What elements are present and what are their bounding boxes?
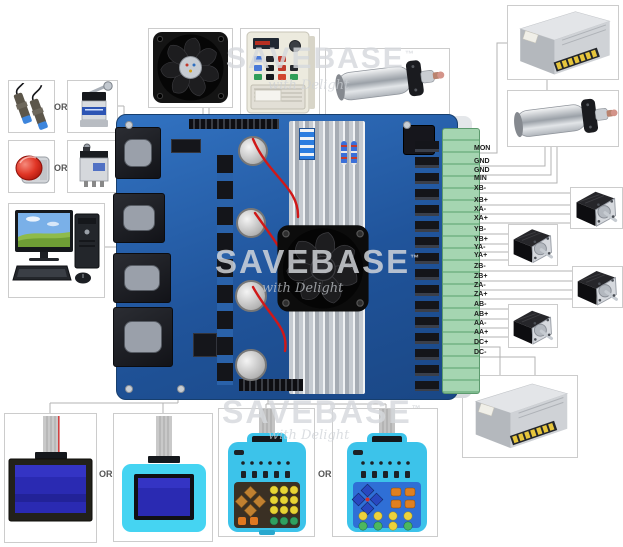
stepper-a-box — [508, 304, 558, 348]
terminal-label-zb-: ZB- — [474, 263, 486, 270]
or-label-4: OR — [318, 469, 332, 479]
cnc-controller-board — [113, 114, 480, 400]
board-screw — [125, 385, 133, 393]
desktop-computer-image — [12, 210, 100, 284]
power-supply-image — [508, 4, 620, 84]
terminal-label-gnd: GND — [474, 167, 490, 174]
db-connector-1 — [115, 127, 161, 179]
fan-box — [148, 28, 233, 108]
stepper-y-box — [508, 224, 558, 266]
terminal-label-dc+: DC+ — [474, 339, 489, 346]
pin-header-bottom — [239, 379, 303, 391]
or-label-1: OR — [54, 102, 68, 112]
spindle-motor-large-image — [506, 89, 622, 149]
board-screw — [125, 121, 133, 129]
stepper-motor-y-image — [509, 225, 557, 265]
terminal-label-zb+: ZB+ — [474, 273, 488, 280]
terminal-label-aa-: AA- — [474, 320, 487, 327]
stepper-z-box — [572, 266, 623, 308]
relay — [171, 139, 201, 153]
capacitor-3 — [235, 280, 267, 312]
pin-header-top — [189, 119, 279, 129]
spindle-small-box — [325, 48, 450, 115]
terminal-label-xa-: XA- — [474, 206, 487, 213]
terminal-label-aa+: AA+ — [474, 329, 489, 336]
db-connector-3 — [113, 253, 171, 303]
dip-switch-1 — [299, 128, 315, 160]
terminal-label-ab+: AB+ — [474, 311, 489, 318]
computer-box — [8, 203, 105, 298]
resistor-2 — [351, 141, 357, 165]
transistor-row — [415, 141, 439, 391]
or-label-2: OR — [54, 163, 68, 173]
terminal-label-yb+: YB+ — [474, 236, 488, 243]
lcd-display-image — [8, 416, 93, 522]
lcd-display-cased-image — [122, 416, 206, 532]
emergency-stop-image — [15, 155, 50, 184]
stepper-motor-a-image — [509, 306, 557, 347]
control-pad-2-box — [332, 408, 438, 537]
terminal-label-za-: ZA- — [474, 282, 486, 289]
db-connector-4 — [113, 307, 173, 367]
capacitor-4 — [235, 349, 267, 381]
limit-switch-image — [80, 81, 113, 127]
terminal-label-ab-: AB- — [474, 301, 487, 308]
spindle-motor-image — [327, 50, 449, 113]
spindle-large-box — [507, 90, 619, 147]
stepper-motor-z-image — [573, 267, 622, 307]
ic-column — [217, 155, 233, 385]
proximity-sensors-image — [13, 83, 48, 130]
board-fan — [277, 225, 369, 312]
green-terminal-block — [442, 128, 480, 394]
handheld-control-pad-1-image — [228, 409, 306, 535]
terminal-label-dc-: DC- — [474, 349, 487, 356]
capacitor-1 — [238, 136, 268, 166]
control-pad-1-box — [218, 408, 315, 537]
terminal-label-yb-: YB- — [474, 226, 487, 233]
lcd-module-box — [4, 413, 97, 543]
db-connector-2 — [113, 193, 165, 243]
terminal-label-za+: ZA+ — [474, 291, 488, 298]
power-supply-bottom-box — [462, 375, 578, 458]
handheld-control-pad-2-image — [347, 409, 427, 532]
terminal-label-mon: MON — [474, 145, 491, 152]
terminal-label-gnd: GND — [474, 158, 490, 165]
terminal-label-ya-: YA- — [474, 244, 486, 251]
stepper-motor-x-image — [571, 188, 622, 228]
emergency-stop-box — [8, 140, 55, 193]
mcu-chip — [193, 333, 217, 357]
terminal-label-xb-: XB- — [474, 185, 487, 192]
board-screw — [403, 121, 411, 129]
proximity-sensors-box — [8, 80, 55, 133]
lcd-cased-box — [113, 413, 213, 542]
or-label-3: OR — [99, 469, 113, 479]
limit-switch-box — [67, 80, 118, 133]
stepper-x-box — [570, 187, 623, 229]
terminal-label-ya+: YA+ — [474, 252, 488, 259]
board-screw — [177, 385, 185, 393]
terminal-label-xb+: XB+ — [474, 197, 488, 204]
terminal-label-xa+: XA+ — [474, 215, 488, 222]
vfd-box — [240, 28, 320, 116]
resistor-1 — [341, 141, 347, 165]
vfd-inverter-image — [246, 31, 315, 114]
micro-switch-image — [79, 143, 109, 187]
cooling-fan-image — [153, 32, 228, 103]
terminal-label-min: MIN — [474, 175, 487, 182]
power-supply-top-box — [507, 5, 619, 80]
micro-switch-box — [67, 140, 118, 193]
